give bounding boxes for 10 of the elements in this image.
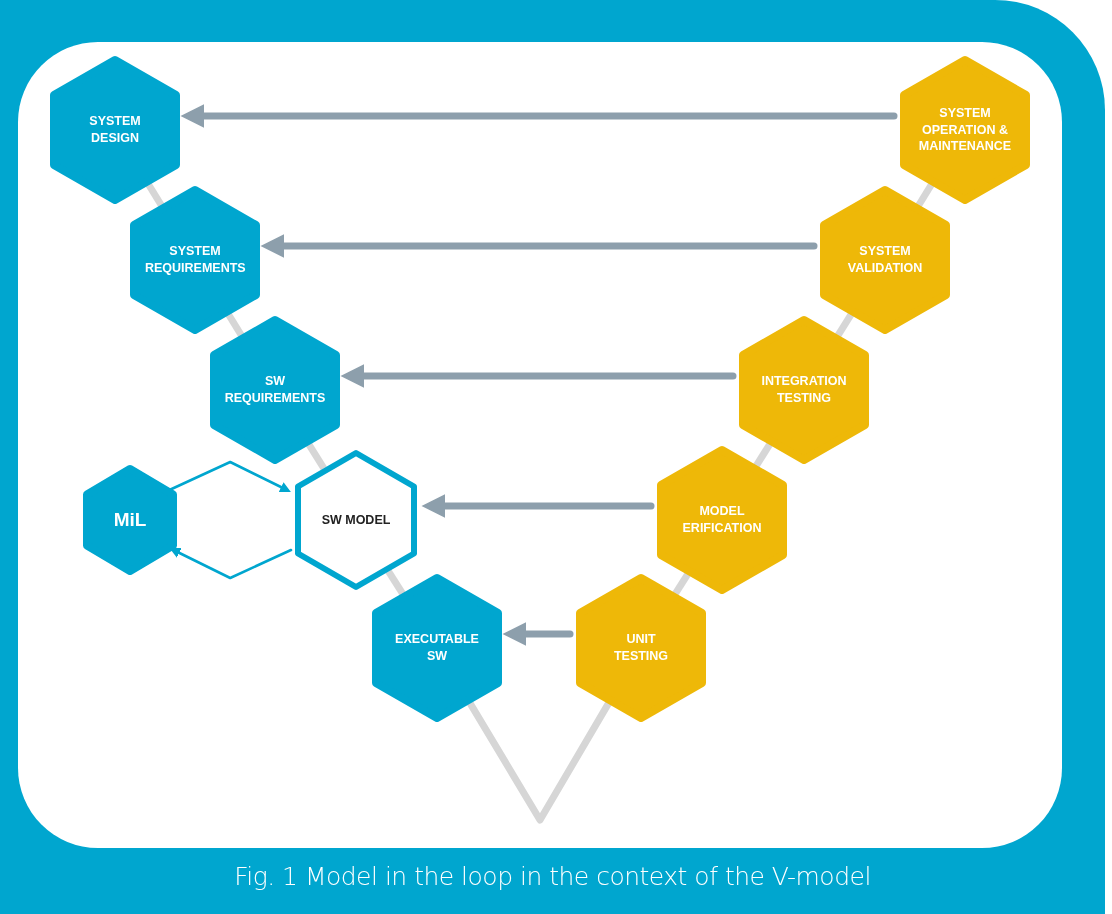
- hexagon-node: [295, 450, 417, 590]
- node-label: SW MODEL: [321, 511, 391, 529]
- arrow: [421, 494, 655, 518]
- arrow: [340, 364, 737, 388]
- arrow: [260, 234, 818, 258]
- arrow: [180, 104, 898, 128]
- arrow: [168, 460, 291, 492]
- arrow: [169, 548, 293, 580]
- arrow: [502, 622, 574, 646]
- caption: Fig. 1 Model in the loop in the context of the V-model: [233, 862, 872, 891]
